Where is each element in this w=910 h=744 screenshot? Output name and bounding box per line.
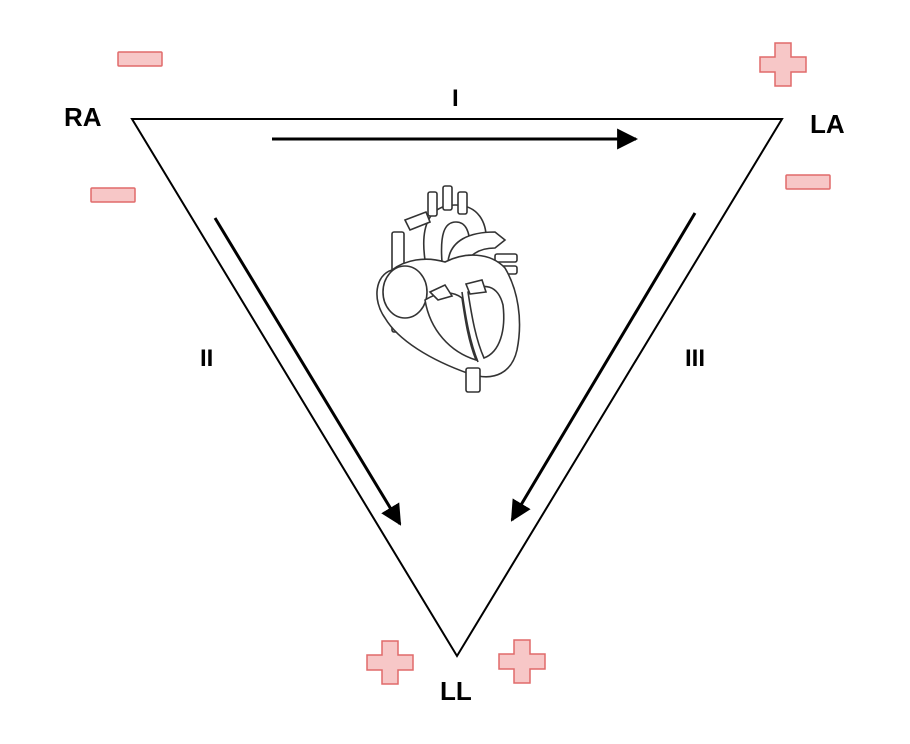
lead-label-iii: III [685,345,705,372]
plus-sign-icon [366,640,414,685]
einthoven-triangle [130,118,784,658]
heart-illustration [376,185,521,393]
vertex-label-ra: RA [64,102,102,132]
minus-sign-icon [90,187,136,203]
lead-label-i: I [452,85,459,112]
vertex-label-ll: LL [440,676,472,706]
minus-sign-icon [785,174,831,190]
plus-sign-icon [759,42,807,87]
plus-sign-icon [498,639,546,684]
lead-ii-arrow [213,217,402,526]
vertex-label-la: LA [810,109,845,139]
lead-iii-arrow [510,212,697,522]
minus-sign-icon [117,51,163,67]
lead-label-ii: II [200,345,213,372]
